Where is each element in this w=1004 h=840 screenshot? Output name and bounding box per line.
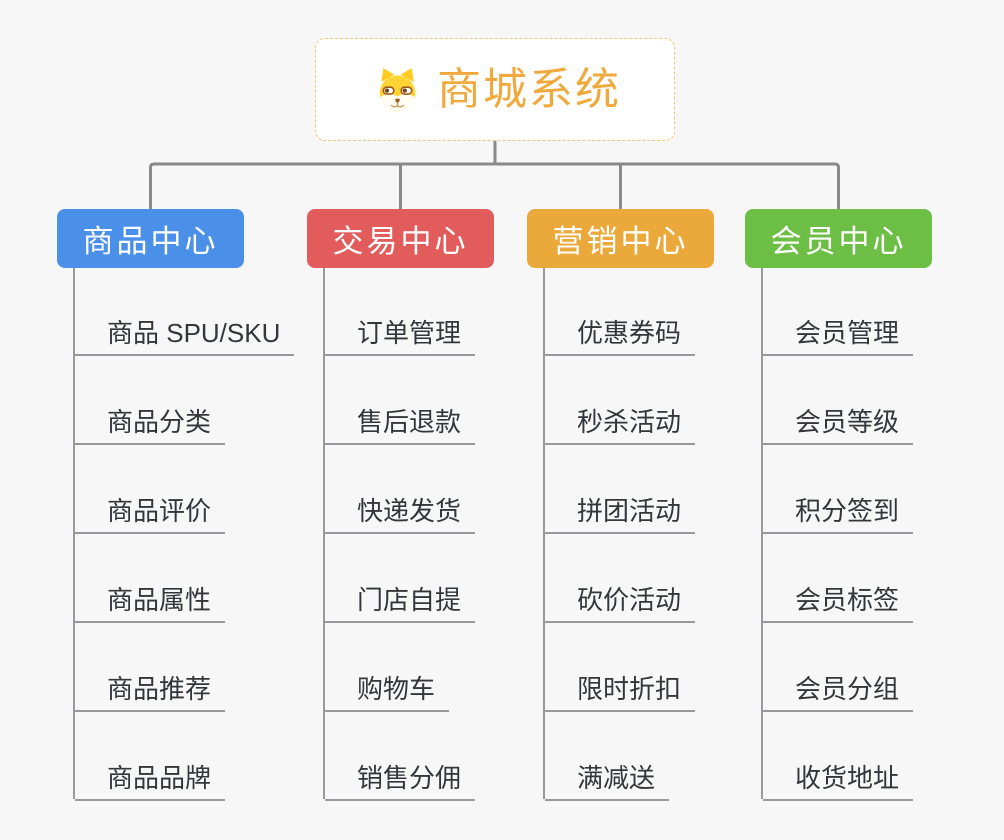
branch-children-column: 订单管理 售后退款 快递发货 门店自提 购物车 销售分佣: [323, 268, 585, 801]
leaf-node[interactable]: 限时折扣: [545, 674, 696, 712]
leaf-node-label: 满减送: [577, 763, 656, 793]
leaf-node-label: 会员管理: [795, 318, 900, 348]
leaf-node[interactable]: 商品推荐: [75, 674, 226, 712]
leaf-node[interactable]: 秒杀活动: [545, 407, 696, 445]
leaf-node[interactable]: 商品分类: [75, 407, 226, 445]
leaf-node[interactable]: 门店自提: [325, 585, 476, 623]
leaf-node-label: 商品属性: [107, 585, 212, 615]
leaf-node-label: 商品推荐: [107, 674, 212, 704]
dog-face-icon: [369, 64, 426, 116]
leaf-node-label: 限时折扣: [577, 674, 682, 704]
leaf-node-label: 商品分类: [107, 407, 212, 437]
root-node[interactable]: 商城系统: [315, 38, 675, 141]
leaf-node-label: 订单管理: [357, 318, 462, 348]
leaf-node-label: 积分签到: [795, 496, 900, 526]
leaf-node[interactable]: 会员标签: [763, 585, 914, 623]
leaf-node-label: 拼团活动: [577, 496, 682, 526]
leaf-node[interactable]: 满减送: [545, 763, 670, 801]
leaf-node-label: 售后退款: [357, 407, 462, 437]
leaf-node[interactable]: 会员等级: [763, 407, 914, 445]
leaf-node[interactable]: 售后退款: [325, 407, 476, 445]
leaf-node-label: 商品评价: [107, 496, 212, 526]
branch-node[interactable]: 营销中心: [527, 209, 714, 268]
leaf-node[interactable]: 收货地址: [763, 763, 914, 801]
leaf-node[interactable]: 优惠券码: [545, 318, 696, 356]
leaf-node[interactable]: 商品 SPU/SKU: [75, 318, 295, 356]
leaf-node-label: 门店自提: [357, 585, 462, 615]
leaf-node[interactable]: 积分签到: [763, 496, 914, 534]
leaf-node[interactable]: 购物车: [325, 674, 450, 712]
leaf-node-label: 优惠券码: [577, 318, 682, 348]
leaf-node-label: 商品 SPU/SKU: [107, 318, 281, 348]
leaf-node-label: 快递发货: [357, 496, 462, 526]
branch-children-column: 商品 SPU/SKU 商品分类 商品评价 商品属性 商品推荐 商品品牌: [73, 268, 335, 801]
leaf-node-label: 收货地址: [795, 763, 900, 793]
branch-node-label: 营销中心: [552, 224, 689, 259]
leaf-node-label: 销售分佣: [357, 763, 462, 793]
branch-children-column: 优惠券码 秒杀活动 拼团活动 砍价活动 限时折扣 满减送: [543, 268, 805, 801]
leaf-node-label: 会员标签: [795, 585, 900, 615]
leaf-node[interactable]: 商品属性: [75, 585, 226, 623]
leaf-node-label: 秒杀活动: [577, 407, 682, 437]
branch-node-label: 交易中心: [332, 224, 469, 259]
branch-node-label: 会员中心: [770, 224, 907, 259]
leaf-node[interactable]: 快递发货: [325, 496, 476, 534]
leaf-node[interactable]: 会员管理: [763, 318, 914, 356]
leaf-node[interactable]: 会员分组: [763, 674, 914, 712]
leaf-node-label: 会员分组: [795, 674, 900, 704]
root-node-label: 商城系统: [437, 64, 621, 114]
leaf-node[interactable]: 商品品牌: [75, 763, 226, 801]
branch-node[interactable]: 商品中心: [57, 209, 244, 268]
leaf-node[interactable]: 砍价活动: [545, 585, 696, 623]
branch-node-label: 商品中心: [82, 224, 219, 259]
branch-node[interactable]: 交易中心: [307, 209, 494, 268]
leaf-node-label: 砍价活动: [577, 585, 682, 615]
leaf-node-label: 购物车: [357, 674, 436, 704]
leaf-node-label: 会员等级: [795, 407, 900, 437]
leaf-node[interactable]: 销售分佣: [325, 763, 476, 801]
branch-children-column: 会员管理 会员等级 积分签到 会员标签 会员分组 收货地址: [761, 268, 1004, 801]
leaf-node[interactable]: 订单管理: [325, 318, 476, 356]
branch-node[interactable]: 会员中心: [745, 209, 932, 268]
leaf-node[interactable]: 拼团活动: [545, 496, 696, 534]
leaf-node[interactable]: 商品评价: [75, 496, 226, 534]
leaf-node-label: 商品品牌: [107, 763, 212, 793]
